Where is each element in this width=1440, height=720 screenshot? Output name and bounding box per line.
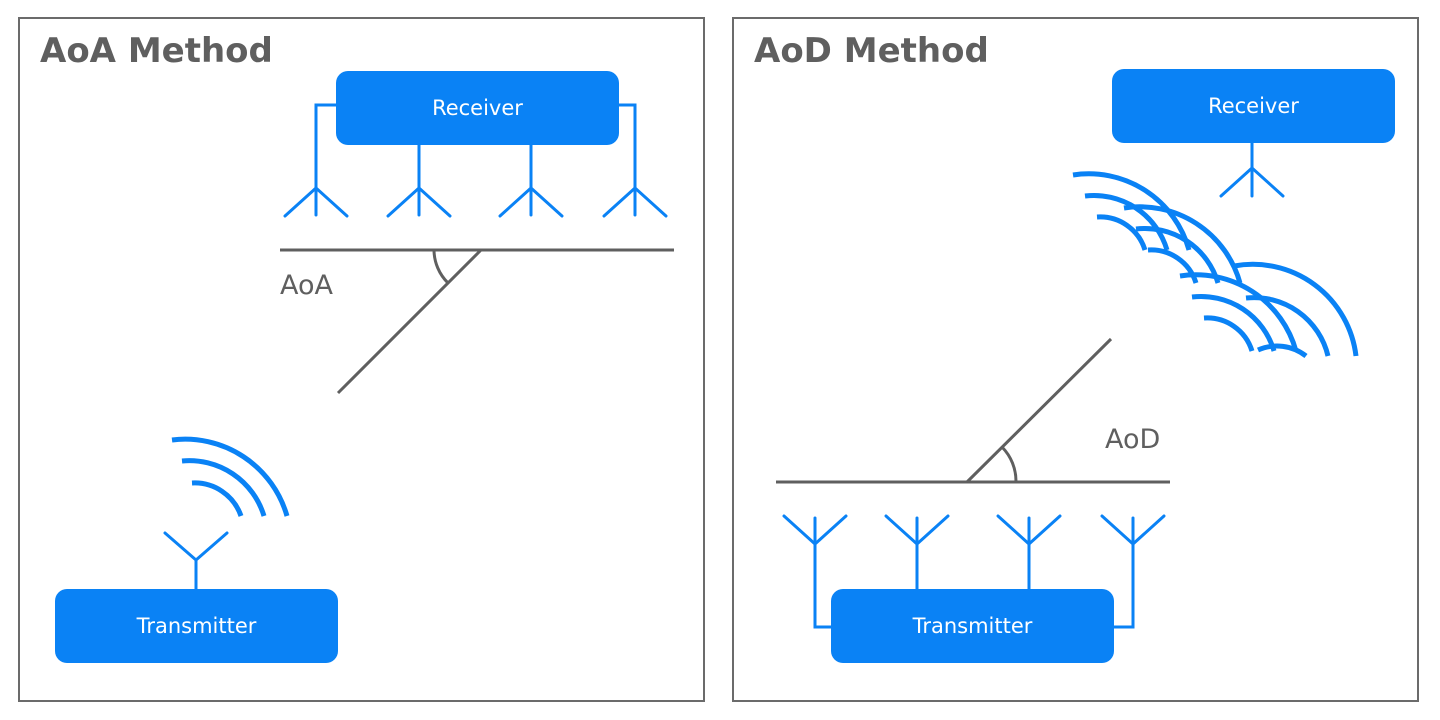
aoa-transmitter-box: Transmitter	[55, 589, 338, 663]
aod-signal-waves-icon	[1072, 171, 1359, 359]
aod-outgoing-ray	[965, 337, 1113, 484]
antenna-icon	[283, 186, 349, 218]
antenna-icon	[782, 514, 848, 546]
wave-group	[1233, 261, 1359, 359]
antenna-icon	[884, 514, 950, 546]
antenna-icon	[602, 186, 668, 218]
aod-panel: AoD Method	[732, 17, 1419, 702]
wave-group	[1179, 272, 1299, 352]
aoa-angle-label: AoA	[280, 270, 333, 301]
aod-title: AoD Method	[754, 31, 989, 71]
aod-receiver-box: Receiver	[1112, 69, 1395, 143]
aod-geometry	[776, 337, 1170, 484]
aod-angle-label: AoD	[1105, 424, 1161, 455]
aod-transmitter-box: Transmitter	[831, 589, 1114, 663]
antenna-icon	[386, 186, 452, 218]
aoa-incoming-ray	[336, 248, 483, 395]
antenna-icon	[1100, 514, 1166, 546]
aoa-receiver-antennas	[283, 186, 668, 218]
aod-receiver-antenna-icon	[1219, 141, 1285, 198]
aoa-title: AoA Method	[40, 31, 273, 71]
aoa-geometry	[280, 248, 674, 395]
aoa-signal-waves-icon	[171, 436, 290, 517]
aoa-transmitter-antenna-icon	[163, 531, 229, 592]
aod-angle-arc	[1000, 445, 1018, 483]
aoa-angle-arc	[432, 249, 450, 285]
aod-transmitter-antennas	[782, 514, 1166, 546]
aoa-receiver-box: Receiver	[336, 71, 619, 145]
wave-group	[1072, 171, 1192, 251]
antenna-icon	[996, 514, 1062, 546]
antenna-icon	[498, 186, 564, 218]
